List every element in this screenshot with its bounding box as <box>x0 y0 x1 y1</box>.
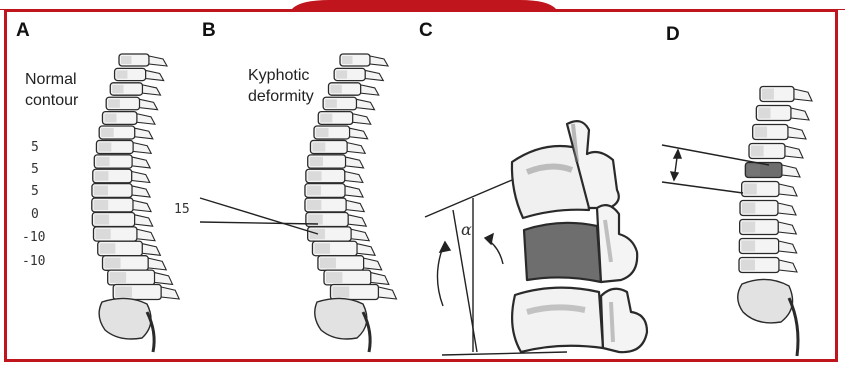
cobb-line-lower <box>200 222 318 224</box>
cobb-line-upper <box>200 198 318 234</box>
figure-frame: A B C D Normal contour Kyphotic deformit… <box>4 9 838 362</box>
lateral-vertebrae <box>512 121 647 352</box>
spine-segment-lumbar <box>738 87 812 357</box>
spine-normal <box>92 54 179 352</box>
illustrations <box>7 12 835 359</box>
spine-kyphotic <box>305 54 397 352</box>
